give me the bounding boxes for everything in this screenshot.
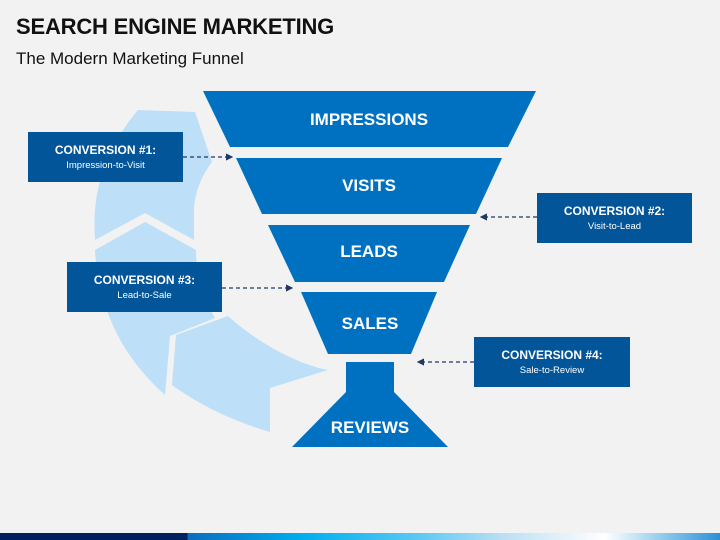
conversion-box-1: CONVERSION #1: Impression-to-Visit bbox=[28, 132, 183, 182]
funnel-stage-impressions bbox=[203, 91, 536, 147]
conversion-title: CONVERSION #1: bbox=[54, 143, 157, 157]
decorative-gradient-bar bbox=[0, 533, 720, 540]
stage-label-impressions: IMPRESSIONS bbox=[309, 110, 429, 129]
conversion-subtitle: Visit-to-Lead bbox=[587, 221, 642, 232]
slide-subtitle: The Modern Marketing Funnel bbox=[16, 49, 244, 68]
stage-label-visits: VISITS bbox=[342, 176, 396, 195]
funnel-stage-visits bbox=[236, 158, 502, 214]
funnel-stage-sales bbox=[301, 292, 437, 354]
conversion-box-4: CONVERSION #4: Sale-to-Review bbox=[474, 337, 630, 387]
cycle-arrow-segment-bottom bbox=[172, 316, 328, 432]
conversion-box-2: CONVERSION #2: Visit-to-Lead bbox=[537, 193, 692, 243]
stage-label-leads: LEADS bbox=[340, 242, 398, 261]
stage-label-reviews: REVIEWS bbox=[330, 418, 410, 437]
conversion-subtitle: Lead-to-Sale bbox=[117, 290, 172, 301]
conversion-title: CONVERSION #3: bbox=[93, 273, 196, 287]
conversion-subtitle: Impression-to-Visit bbox=[66, 160, 145, 171]
conversion-title: CONVERSION #2: bbox=[563, 204, 666, 218]
conversion-subtitle: Sale-to-Review bbox=[519, 365, 585, 376]
funnel-stage-reviews bbox=[292, 362, 448, 447]
conversion-box-3: CONVERSION #3: Lead-to-Sale bbox=[67, 262, 222, 312]
funnel-stage-leads bbox=[268, 225, 470, 282]
slide-title: SEARCH ENGINE MARKETING bbox=[16, 14, 335, 39]
conversion-title: CONVERSION #4: bbox=[501, 348, 603, 362]
funnel-stages bbox=[203, 91, 536, 447]
stage-label-sales: SALES bbox=[341, 314, 399, 333]
